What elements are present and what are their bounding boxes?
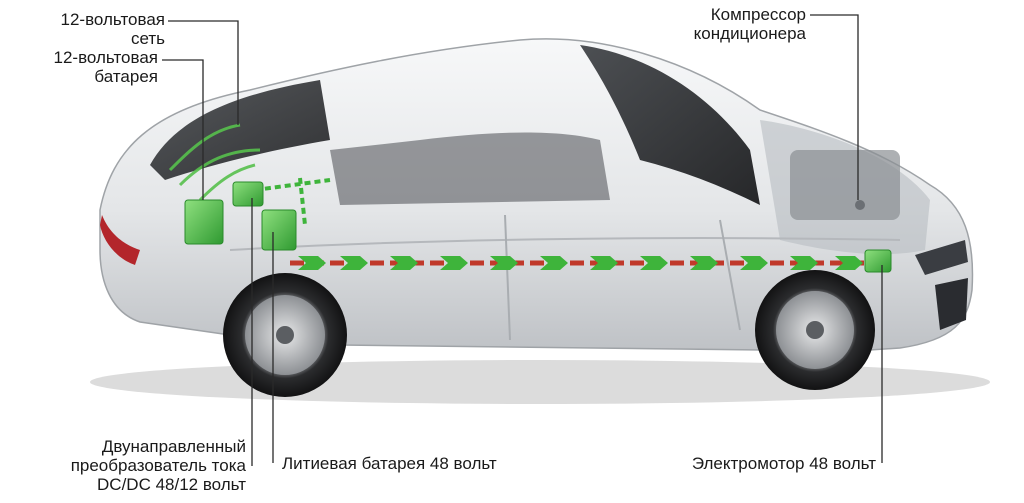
label-line: батарея (94, 67, 158, 86)
label-12v-battery: 12-вольтовая батарея (30, 48, 159, 86)
dcdc-converter-block (232, 181, 264, 207)
label-12v-network: 12-вольтовая сеть (60, 10, 166, 48)
label-dcdc-converter: Двунаправленный преобразователь тока DC/… (20, 437, 246, 494)
door-line (504, 214, 511, 341)
headlight (915, 240, 968, 275)
door-line (719, 219, 741, 331)
rear-light (100, 215, 140, 265)
wire-12v-harness (168, 123, 261, 202)
label-line: 12-вольтовая (53, 48, 159, 67)
rear-window (150, 80, 330, 180)
side-window (330, 132, 610, 205)
label-line: Компрессор (710, 5, 806, 24)
windshield (580, 45, 760, 205)
compressor-point (855, 200, 865, 210)
leader-lines (162, 14, 883, 466)
label-line: DC/DC 48/12 вольт (97, 475, 246, 494)
label-line: сеть (130, 29, 165, 48)
rear-wheel (223, 273, 347, 397)
label-line: преобразователь тока (70, 456, 246, 475)
label-lithium-battery: Литиевая батарея 48 вольт (282, 454, 497, 473)
battery-12v-block (184, 199, 224, 245)
label-line: 12-вольтовая (60, 10, 166, 29)
electric-motor-block (864, 249, 892, 273)
energy-flow-arrows (298, 256, 863, 270)
label-ac-compressor: Компрессор кондиционера (640, 5, 806, 43)
label-line: Двунаправленный (101, 437, 246, 456)
label-line: кондиционера (693, 24, 806, 43)
front-wheel (755, 270, 875, 390)
grille (935, 278, 968, 330)
body-crease (229, 237, 901, 251)
wire-dcdc-link (254, 177, 331, 226)
label-electric-motor: Электромотор 48 вольт (691, 454, 876, 473)
engine-block (790, 150, 900, 220)
lithium-battery-block (261, 209, 297, 251)
